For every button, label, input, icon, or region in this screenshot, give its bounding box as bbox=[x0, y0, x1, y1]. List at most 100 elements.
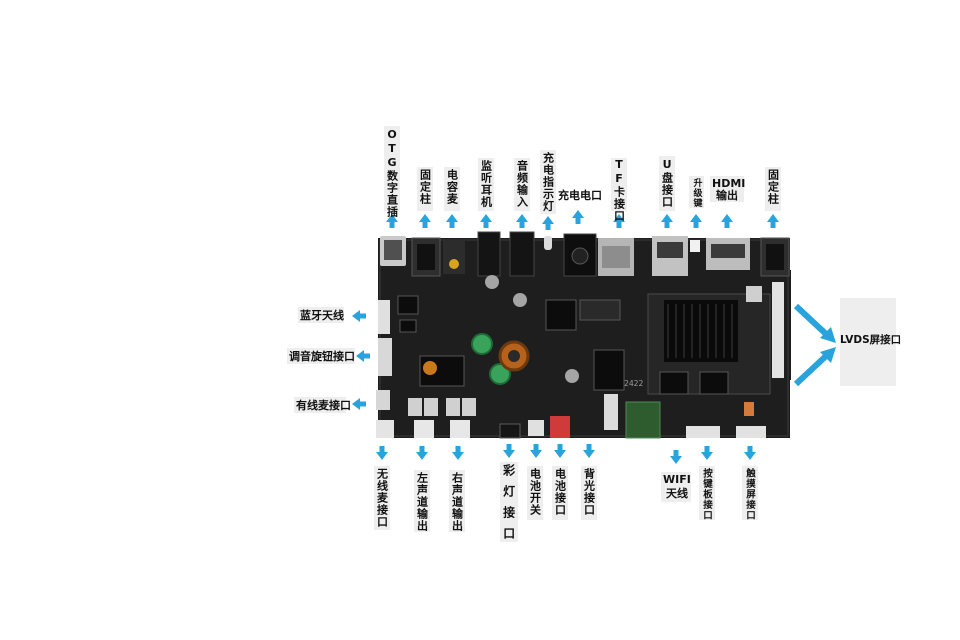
lvds-arrow-upper bbox=[793, 303, 836, 343]
bat-port-connector bbox=[550, 416, 570, 438]
wired-mic-connector bbox=[376, 390, 390, 410]
audio-in-label: 音频输入 bbox=[515, 160, 529, 208]
cap-block-4 bbox=[462, 398, 476, 416]
hdmi-label-bg bbox=[710, 176, 744, 202]
hdmi-label-line2: 输出 bbox=[716, 189, 738, 202]
knob-arrow bbox=[356, 350, 370, 362]
otg-label: OTG数字直插 bbox=[385, 128, 399, 218]
wifi-arrow bbox=[670, 450, 682, 464]
right-ch-connector bbox=[450, 420, 470, 438]
pcb-print: 2422 bbox=[624, 379, 643, 388]
wired-mic-label-bg bbox=[294, 397, 346, 413]
wifi-module bbox=[625, 401, 661, 439]
monitor-ear-label: 监听耳机 bbox=[479, 160, 493, 208]
chip-white bbox=[746, 286, 762, 302]
backlight-arrow bbox=[583, 444, 595, 458]
charge-port-arrow bbox=[572, 210, 584, 224]
audio-in-jack bbox=[509, 231, 535, 277]
right-ch-label-bg bbox=[449, 470, 465, 532]
mic-cap-jack bbox=[443, 240, 465, 274]
dsp-chip bbox=[545, 299, 577, 331]
wifi-label-line1: WIFI bbox=[663, 473, 691, 486]
wired-mic-label: 有线麦接口 bbox=[296, 399, 351, 412]
left-ch-arrow bbox=[416, 446, 428, 460]
wireless-mic-connector bbox=[376, 420, 394, 438]
keypad-label-bg bbox=[699, 466, 715, 520]
otg-connector-slot bbox=[384, 240, 402, 260]
hdmi-arrow bbox=[721, 214, 733, 228]
cap-green-2 bbox=[489, 363, 511, 385]
cap-silver-2 bbox=[513, 293, 527, 307]
left-ch-label-bg bbox=[414, 470, 430, 532]
charge-led bbox=[544, 236, 552, 250]
knob-label: 调音旋钮接口 bbox=[289, 350, 355, 363]
chip-orange bbox=[744, 402, 754, 416]
bt-antenna-label: 蓝牙天线 bbox=[300, 309, 344, 322]
keypad-connector bbox=[686, 426, 720, 438]
bat-port-label: 电池接口 bbox=[553, 468, 567, 516]
upgrade-button bbox=[690, 240, 700, 252]
bt-arrow bbox=[352, 310, 366, 322]
right-ch-arrow bbox=[452, 446, 464, 460]
chip-a bbox=[397, 295, 419, 315]
lvds-arrow-lower bbox=[793, 347, 836, 387]
monitor-ear-label-bg bbox=[478, 158, 494, 211]
bat-port-label-bg bbox=[552, 466, 568, 520]
cap-green-1 bbox=[471, 333, 493, 355]
charge-led-label: 充电指示灯 bbox=[541, 152, 555, 212]
post-left-label: 固定柱 bbox=[418, 169, 432, 205]
post-left-label-bg bbox=[417, 167, 433, 211]
module-a bbox=[579, 299, 621, 321]
audio-in-arrow bbox=[516, 214, 528, 228]
post-right-label-bg bbox=[765, 167, 781, 211]
monitor-ear-jack bbox=[477, 231, 501, 277]
lvds-label: LVDS屏接口 bbox=[840, 334, 902, 346]
bat-port-arrow bbox=[554, 444, 566, 458]
wired-mic-arrow bbox=[352, 398, 366, 410]
wifi-label-line2: 天线 bbox=[666, 487, 688, 500]
charge-led-arrow bbox=[542, 216, 554, 230]
post-right-hole bbox=[766, 244, 784, 270]
coil-small bbox=[423, 361, 437, 375]
wifi-label-bg bbox=[661, 472, 691, 502]
bat-switch-arrow bbox=[530, 444, 542, 458]
u-disk-label: U盘接口 bbox=[660, 158, 674, 208]
backlight-label: 背光接口 bbox=[582, 468, 596, 516]
hdmi-label-line1: HDMI bbox=[712, 177, 746, 190]
bat-switch-label: 电池开关 bbox=[528, 468, 542, 516]
u-disk-label-bg bbox=[659, 156, 675, 211]
mic-cap-label: 电容麦 bbox=[445, 169, 459, 205]
charge-port-hole bbox=[571, 247, 589, 265]
charge-led-label-bg bbox=[540, 150, 556, 214]
tf-slot-inner bbox=[602, 246, 630, 268]
bt-antenna-pads bbox=[378, 300, 390, 334]
otg-label-bg bbox=[384, 126, 400, 211]
usb-port-inner bbox=[657, 242, 683, 258]
upgrade-arrow bbox=[690, 214, 702, 228]
wireless-mic-arrow bbox=[376, 446, 388, 460]
upgrade-label: 升级键 bbox=[691, 178, 702, 208]
inductor-core bbox=[508, 350, 520, 362]
bat-switch-connector bbox=[528, 420, 544, 436]
backlight-label-bg bbox=[581, 466, 597, 520]
backlight-connector bbox=[604, 394, 618, 430]
ram-a bbox=[659, 371, 689, 395]
rgb-light-label: 彩灯接口 bbox=[501, 464, 516, 548]
chip-b bbox=[399, 319, 417, 333]
cap-silver-3 bbox=[565, 369, 579, 383]
heatsink-fins bbox=[667, 304, 733, 358]
cap-block-2 bbox=[424, 398, 438, 416]
cap-block-3 bbox=[446, 398, 460, 416]
hdmi-port-inner bbox=[711, 244, 745, 258]
cap-silver-1 bbox=[485, 275, 499, 289]
keypad-label: 按键板接口 bbox=[700, 468, 712, 521]
touch-label-bg bbox=[742, 466, 758, 520]
wireless-mic-label: 无线麦接口 bbox=[375, 468, 389, 528]
bt-label-bg bbox=[298, 307, 344, 323]
right-ch-label: 右声道输出 bbox=[450, 472, 464, 532]
charge-port-label: 充电电口 bbox=[558, 189, 602, 202]
bat-switch-label-bg bbox=[527, 466, 543, 520]
touch-arrow bbox=[744, 446, 756, 460]
u-disk-arrow bbox=[661, 214, 673, 228]
